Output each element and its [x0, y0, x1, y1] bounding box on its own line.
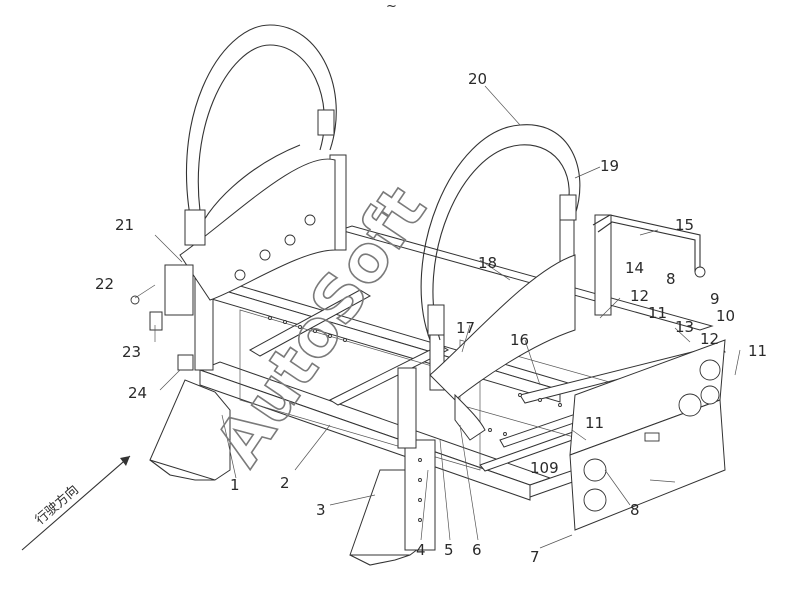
callout-8-upper: 8	[666, 270, 676, 288]
callout-22: 22	[95, 275, 114, 293]
end-plate	[569, 339, 726, 531]
left-fittings	[130, 264, 194, 371]
callout-3: 3	[316, 501, 326, 519]
callouts: 1 2 3 4 5 6 7 8 8 9 10 11 11 11 12 12 13…	[95, 70, 767, 566]
callout-11-right: 11	[748, 342, 767, 360]
right-hoop	[420, 124, 581, 441]
callout-14: 14	[625, 259, 644, 277]
callout-10: 10	[716, 307, 735, 325]
direction-arrow	[21, 455, 131, 551]
callout-1: 1	[230, 476, 240, 494]
callout-5: 5	[444, 541, 454, 559]
callout-8-lower: 8	[630, 501, 640, 519]
header-mark: ~	[386, 0, 397, 14]
callout-11-lower: 11	[585, 414, 604, 432]
callout-12-lower: 12	[700, 330, 719, 348]
callout-12-upper: 12	[630, 287, 649, 305]
callout-2: 2	[280, 474, 290, 492]
callout-21: 21	[115, 216, 134, 234]
callout-7: 7	[530, 548, 540, 566]
left-hoop	[179, 24, 337, 301]
callout-109: 109	[530, 459, 559, 477]
callout-9: 9	[710, 290, 720, 308]
callout-6: 6	[472, 541, 482, 559]
callout-13: 13	[675, 318, 694, 336]
callout-24: 24	[128, 384, 147, 402]
callout-20: 20	[468, 70, 487, 88]
callout-23: 23	[122, 343, 141, 361]
callout-17: 17	[456, 319, 475, 337]
leader-lines	[134, 85, 741, 549]
callout-11-upper: 11	[648, 304, 667, 322]
support-legs	[149, 379, 436, 566]
callout-4: 4	[416, 541, 426, 559]
callout-16: 16	[510, 331, 529, 349]
callout-19: 19	[600, 157, 619, 175]
callout-15: 15	[675, 216, 694, 234]
callout-18: 18	[478, 254, 497, 272]
